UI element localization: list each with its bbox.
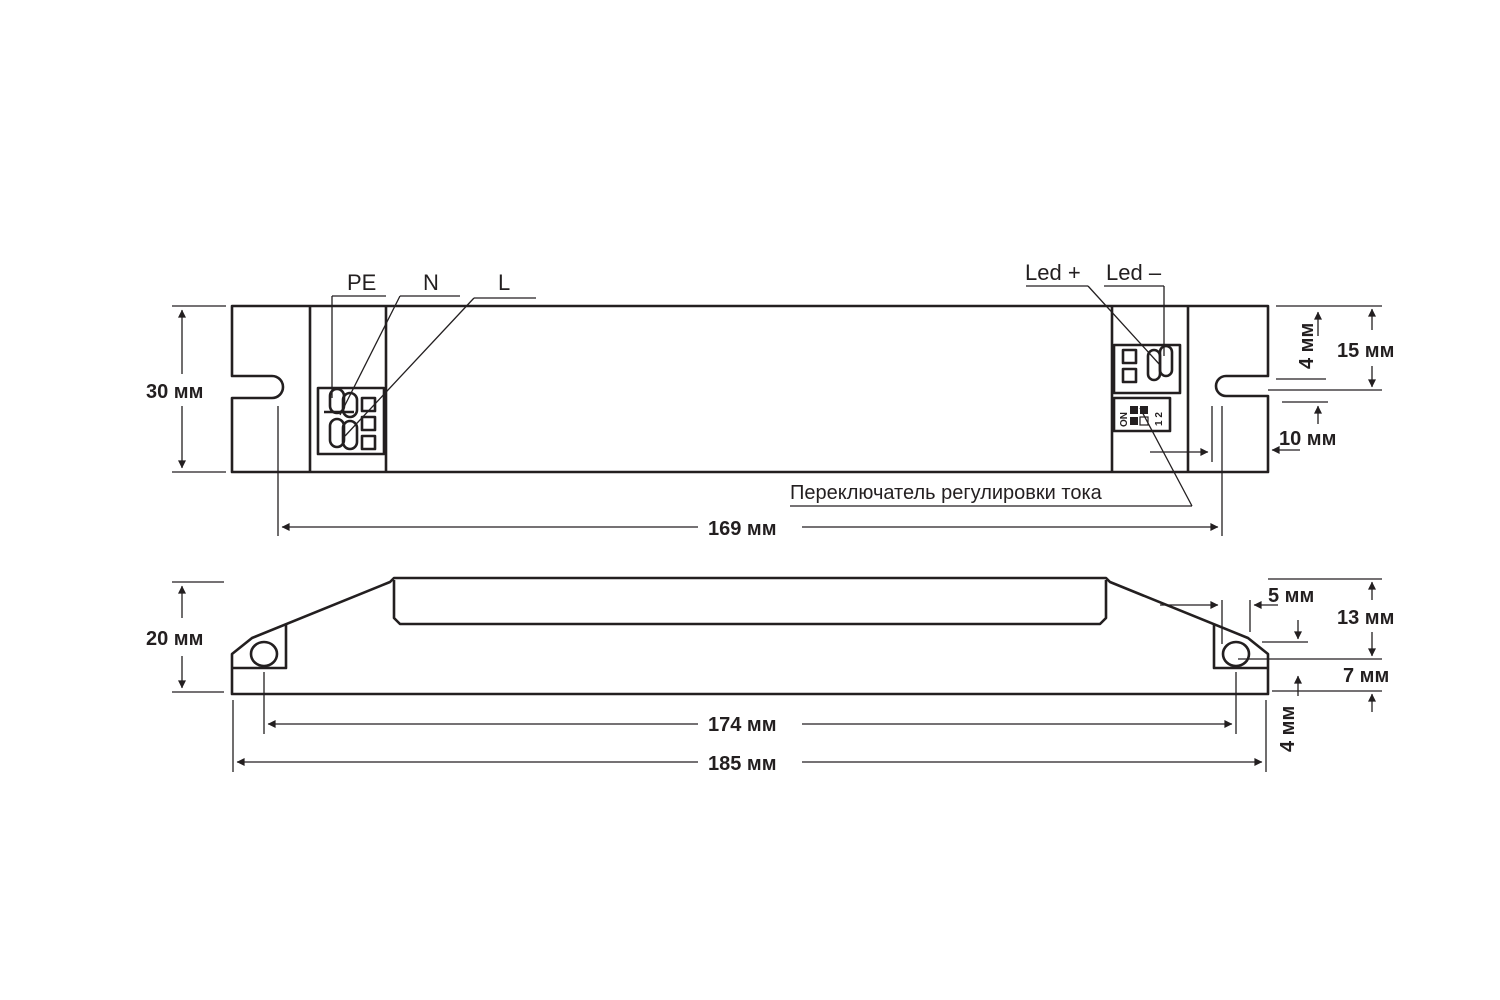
led-plus-label: Led + [1025, 260, 1081, 285]
side-right-dimensions: 5 мм 13 мм 7 мм 4 мм [1160, 578, 1394, 752]
dip-position-labels: 1 2 [1154, 412, 1165, 426]
right-side-dimensions: 4 мм 15 мм 10 мм [1150, 305, 1394, 462]
base-offset-label: 4 мм [1277, 706, 1299, 752]
slot-depth-label: 10 мм [1279, 428, 1336, 450]
side-height-dimension: 20 мм [146, 581, 224, 693]
l-terminal-label: L [498, 270, 510, 295]
hole-spacing-dimension: 174 мм [263, 672, 1237, 736]
mount-distance-dimension: 169 мм [277, 406, 1223, 540]
side-view-outline [230, 576, 1270, 696]
dip-switch: ON 1 2 [1112, 396, 1172, 433]
side-view-top-channel [392, 580, 1108, 626]
top-view: ON 1 2 PE N L Led + Led – Переключатель … [146, 260, 1394, 540]
dip-on-label: ON [1119, 412, 1130, 427]
output-terminal-block [1112, 343, 1182, 395]
height-total-dimension: 30 мм [146, 305, 226, 473]
mount-distance-label: 169 мм [708, 518, 777, 540]
right-mounting-hole [1221, 640, 1251, 668]
led-minus-label: Led – [1106, 260, 1162, 285]
side-view: 20 мм 174 мм 185 мм 5 мм 13 м [146, 576, 1394, 775]
dip-switch-1 [1130, 406, 1138, 414]
total-length-label: 185 мм [708, 753, 777, 775]
slot-offset-label: 4 мм [1296, 323, 1318, 369]
left-foot-step [232, 624, 288, 670]
terminal-leaders [331, 285, 1193, 507]
hole-height-label: 7 мм [1343, 665, 1389, 687]
pe-terminal-label: PE [347, 270, 376, 295]
n-terminal-label: N [423, 270, 439, 295]
hole-spacing-label: 174 мм [708, 714, 777, 736]
upper-height-label: 13 мм [1337, 607, 1394, 629]
right-foot-step [1212, 624, 1268, 670]
dip-switch-2 [1140, 406, 1148, 414]
left-mounting-hole [249, 640, 279, 668]
tab-width-label: 5 мм [1268, 585, 1314, 607]
right-tab-height-label: 15 мм [1337, 340, 1394, 362]
total-length-dimension: 185 мм [232, 700, 1267, 775]
top-view-outline [230, 304, 1270, 474]
input-terminal-block [316, 386, 386, 456]
height-total-label: 30 мм [146, 381, 203, 403]
side-height-label: 20 мм [146, 628, 203, 650]
current-switch-callout: Переключатель регулировки тока [790, 482, 1103, 504]
